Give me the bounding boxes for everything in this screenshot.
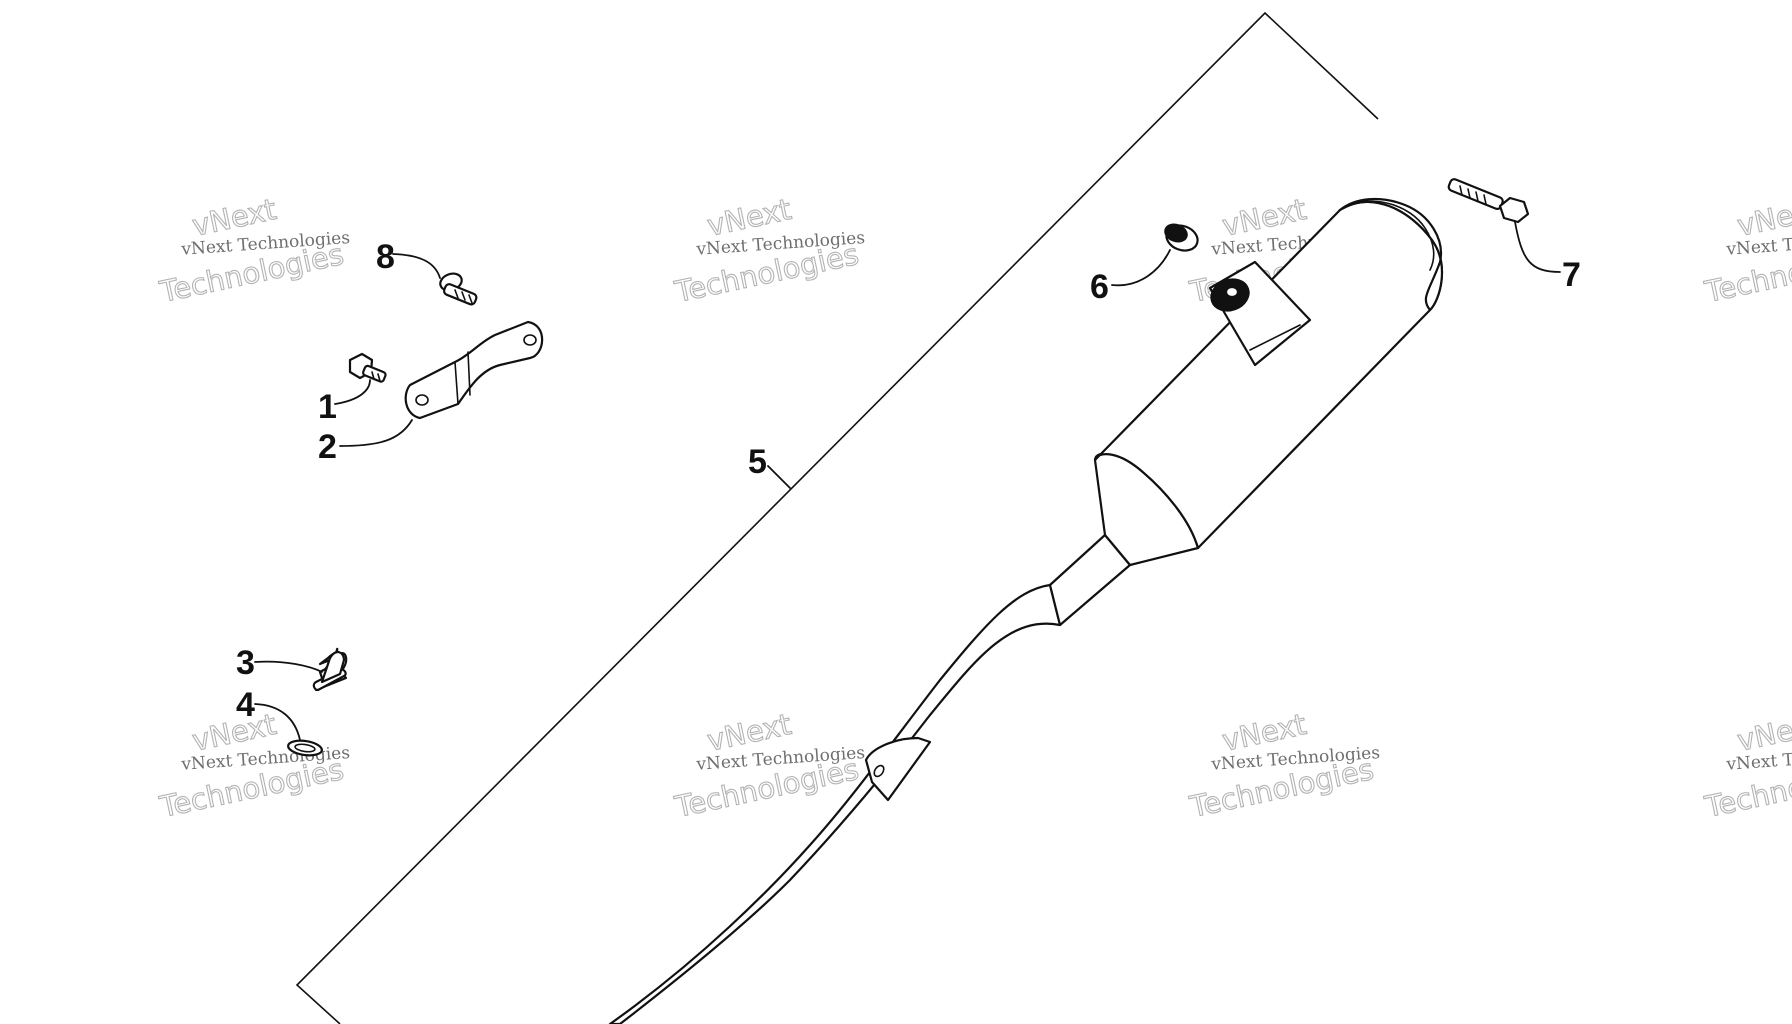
leader-2 bbox=[339, 419, 413, 447]
callout-1: 1 bbox=[318, 388, 337, 426]
bracket-grommet-hole bbox=[1224, 285, 1240, 299]
leader-6 bbox=[1111, 249, 1171, 287]
leader-1 bbox=[334, 379, 371, 405]
part-4-o-ring bbox=[287, 739, 323, 757]
leader-3 bbox=[254, 660, 323, 673]
end-cap-rim bbox=[1347, 200, 1435, 271]
muffler-end-cap bbox=[1338, 197, 1444, 312]
muffler-bracket-edge bbox=[1249, 324, 1301, 351]
leader-7 bbox=[1514, 221, 1561, 273]
exhaust-pipe bbox=[608, 197, 1444, 1024]
pipe-mount-hole bbox=[873, 764, 885, 778]
watermark-row-bottom: vNext vNext Technologies Technologies vN… bbox=[156, 706, 1792, 824]
pipe-mount-tab bbox=[864, 736, 932, 802]
assembly-frame-line bbox=[295, 11, 1379, 1024]
watermark-top-1: vNext vNext Technologies Technologies bbox=[156, 191, 351, 309]
callout-3: 3 bbox=[236, 644, 255, 682]
watermark-top-2: vNext vNext Technologies Technologies bbox=[671, 191, 866, 309]
callout-7: 7 bbox=[1562, 256, 1581, 294]
leader-5 bbox=[767, 465, 791, 489]
callout-6: 6 bbox=[1090, 268, 1109, 306]
part-6-grommet bbox=[1164, 223, 1199, 252]
leader-4 bbox=[254, 703, 301, 741]
part-7-bolt bbox=[1447, 178, 1530, 224]
watermark-bottom-3: vNext vNext Technologies Technologies bbox=[1186, 706, 1381, 824]
callout-8: 8 bbox=[376, 238, 395, 276]
watermark-bottom-4: vNext vNext Technologies Technologies bbox=[1701, 706, 1792, 824]
callout-4: 4 bbox=[236, 686, 255, 724]
watermark-bottom-2: vNext vNext Technologies Technologies bbox=[671, 706, 866, 824]
leader-8 bbox=[392, 253, 441, 279]
callout-5: 5 bbox=[748, 443, 767, 481]
part-3-pin bbox=[312, 647, 348, 692]
part-8-bolt bbox=[439, 272, 478, 306]
callout-2: 2 bbox=[318, 428, 337, 466]
part-2-strap bbox=[404, 320, 544, 420]
part-1-bolt bbox=[348, 352, 387, 383]
watermark-top-4: vNext vNext Technologies Technologies bbox=[1701, 191, 1792, 309]
